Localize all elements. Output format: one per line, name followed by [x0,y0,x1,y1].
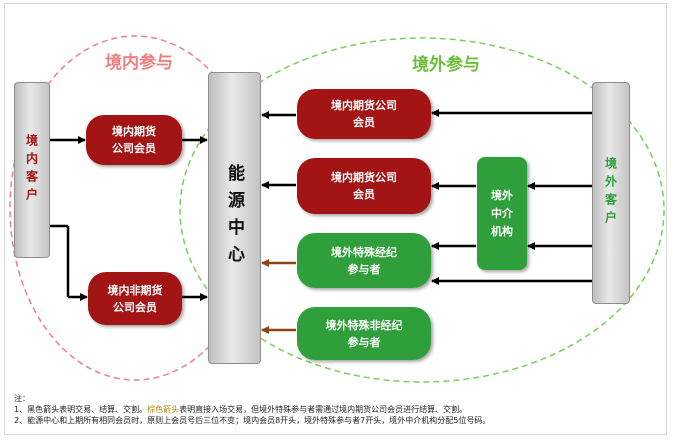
energy-center-box: 能源中心 [208,72,261,364]
overseas-client-label: 境外客户 [603,157,618,229]
dom-futures-member-line1: 境内期货 [112,125,156,138]
notes-line1-a: 1、黑色箭头表明交易、结算、交割。 [14,405,148,414]
domestic-client-label: 境内客户 [24,134,39,206]
intermediary-box: 境外中介机构 [477,157,527,270]
notes-line1-c: 表明直接入场交易，但境外特殊参与者需通过境内期货公司会员进行结算、交割。 [179,405,468,414]
dom-nonfutures-member-line2: 公司会员 [113,300,157,314]
intermediary-label: 境外中介机构 [491,188,513,238]
dom-futures-member-box: 境内期货公司会员 [86,115,182,165]
notes-line2: 2、能源中心和上期所有相同会员时，原则上会员号后三位不变；境内会员8开头，境外特… [14,416,491,425]
notes-title: 注： [14,394,30,403]
special-nonbroker-box: 境外特殊非经纪参与者 [297,307,431,360]
overseas-participation-ring [179,37,665,383]
figure-frame [4,3,667,435]
dom-nonfutures-member-line1: 境内非期货 [107,283,163,297]
dom-futures-member-line2: 公司会员 [112,142,156,155]
special-broker-line2: 参与者 [347,262,381,276]
right-futures-member-1-line2: 会员 [353,116,375,129]
right-futures-member-2-line2: 会员 [353,188,375,201]
energy-center-label: 能源中心 [224,164,244,272]
dom-nonfutures-member-box: 境内非期货公司会员 [88,272,182,325]
domestic-client-box: 境内客户 [14,82,50,258]
special-broker-line1: 境外特殊经纪 [331,245,397,259]
right-futures-member-2-box: 境内期货公司会员 [297,158,431,214]
notes-line1: 1、黑色箭头表明交易、结算、交割。棕色箭头表明直接入场交易，但境外特殊参与者需通… [14,404,664,415]
right-futures-member-1-line1: 境内期货公司 [331,99,397,112]
notes: 注： 1、黑色箭头表明交易、结算、交割。棕色箭头表明直接入场交易，但境外特殊参与… [14,393,664,426]
special-nonbroker-line1: 境外特殊非经纪 [325,318,403,332]
overseas-heading: 境外参与 [412,55,480,75]
overseas-client-box: 境外客户 [592,82,630,304]
notes-line1-b: 棕色箭头 [147,405,180,414]
right-futures-member-1-box: 境内期货公司会员 [297,89,431,139]
domestic-heading: 境内参与 [105,53,173,73]
special-broker-box: 境外特殊经纪参与者 [297,233,431,288]
right-futures-member-2-line1: 境内期货公司 [331,171,397,184]
special-nonbroker-line2: 参与者 [347,335,381,349]
